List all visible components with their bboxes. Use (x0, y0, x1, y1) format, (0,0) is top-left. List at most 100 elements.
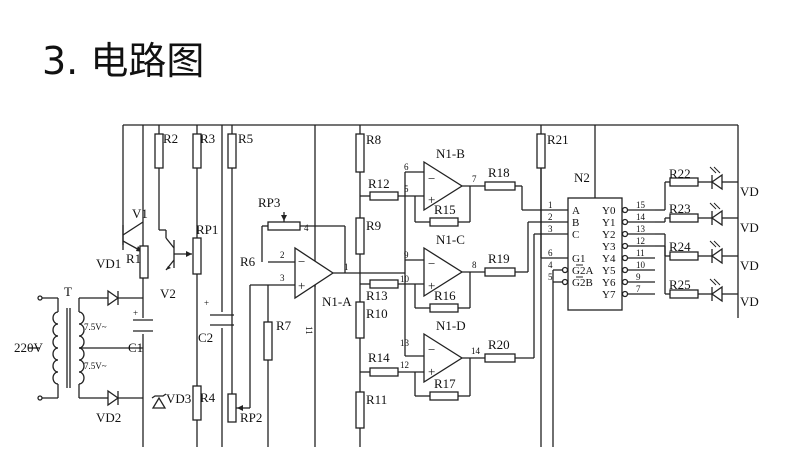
decoder-output-pin-4: 11 (636, 248, 645, 258)
r21-label: R21 (547, 132, 569, 147)
capacitor-c2: + (204, 298, 234, 328)
vd1-label: VD1 (96, 256, 121, 271)
pin-6: 6 (404, 162, 409, 172)
n1c-label: N1-C (436, 232, 465, 247)
decoder-output-6: Y6 (602, 277, 616, 289)
input-bubble-5 (561, 278, 569, 286)
c1-plus: + (133, 308, 138, 318)
r3-label: R3 (200, 131, 215, 146)
pin-7: 7 (472, 174, 477, 184)
resistor-r7 (263, 285, 273, 447)
output-bubble-2 (621, 230, 629, 238)
decoder-n2 (567, 197, 623, 311)
resistor-r13 (360, 279, 424, 289)
rp3-label: RP3 (258, 195, 280, 210)
v2-label: V2 (160, 286, 176, 301)
led-diode-3 (710, 285, 723, 303)
decoder-input-0: A (572, 205, 580, 217)
pin-12: 12 (400, 360, 409, 370)
resistor-r20 (484, 233, 568, 363)
pin-3: 3 (280, 273, 285, 283)
n1b-minus: − (428, 171, 435, 186)
zener-vd3 (151, 393, 167, 409)
output-bubble-0 (621, 206, 629, 214)
capacitor-c1: + (130, 308, 156, 334)
decoder-output-pin-2: 13 (636, 224, 646, 234)
r13-label: R13 (366, 288, 388, 303)
resistor-r4 (192, 385, 202, 421)
pin-10: 10 (400, 274, 410, 284)
secondary-voltage-1: 7.5V~ (84, 322, 107, 332)
r9-label: R9 (366, 218, 381, 233)
vd-label-4: VD (740, 294, 759, 309)
decoder-output-7: Y7 (602, 289, 616, 301)
n1c-plus: + (428, 278, 435, 293)
resistor-r21 (536, 133, 568, 259)
led-arrow-b-3 (713, 278, 721, 286)
rp2-label: RP2 (240, 410, 262, 425)
n1a-plus: + (298, 278, 305, 293)
n1b-label: N1-B (436, 146, 465, 161)
decoder-output-pin-1: 14 (636, 212, 646, 222)
decoder-output-4: Y4 (602, 253, 616, 265)
n1d-label: N1-D (436, 318, 466, 333)
r18-label: R18 (488, 165, 510, 180)
n1d-plus: + (428, 364, 435, 379)
r12-label: R12 (368, 176, 390, 191)
output-bubble-3 (621, 242, 629, 250)
transistor-v2 (165, 230, 192, 271)
r19-label: R19 (488, 251, 510, 266)
decoder-output-2: Y2 (602, 229, 615, 241)
r20-label: R20 (488, 337, 510, 352)
reference-bus (360, 171, 424, 357)
decoder-input-pin-5: 5 (548, 272, 553, 282)
resistor-r19 (484, 221, 568, 277)
n1a-minus: − (298, 254, 305, 269)
vd-label-2: VD (740, 220, 759, 235)
resistor-r14 (360, 367, 424, 377)
led-diode-2 (710, 247, 723, 265)
r22-label: R22 (669, 166, 691, 181)
rp1-label: RP1 (196, 222, 218, 237)
r16-label: R16 (434, 288, 456, 303)
output-bubble-5 (621, 266, 629, 274)
pin-14: 14 (471, 346, 481, 356)
resistor-r2 (154, 125, 166, 231)
led-arrow-b-1 (713, 202, 721, 210)
pin-2: 2 (280, 250, 285, 260)
pin-11: 11 (304, 326, 314, 335)
vd2-label: VD2 (96, 410, 121, 425)
r10-label: R10 (366, 306, 388, 321)
diode-vd2 (100, 389, 143, 407)
resistor-r18 (484, 181, 568, 211)
vd3-label: VD3 (166, 391, 191, 406)
decoder-input-pin-1: 2 (548, 212, 553, 222)
mains-voltage-label: 220V (14, 340, 44, 355)
c2-label: C2 (198, 330, 213, 345)
decoder-output-pin-0: 15 (636, 200, 646, 210)
n2-label: N2 (574, 170, 590, 185)
decoder-input-pin-2: 3 (548, 224, 553, 234)
secondary-voltage-2: 7.5V~ (84, 361, 107, 371)
decoder-output-0: Y0 (602, 205, 616, 217)
led-arrow-b-2 (713, 240, 721, 248)
vd-label-3: VD (740, 258, 759, 273)
decoder-input-2: C (572, 229, 579, 241)
decoder-output-pin-7: 7 (636, 284, 641, 294)
pin-4: 4 (304, 223, 309, 233)
n1c-minus: − (428, 256, 435, 271)
n1b-plus: + (428, 192, 435, 207)
r4-label: R4 (200, 390, 216, 405)
decoder-output-pin-3: 12 (636, 236, 645, 246)
led-arrow-b-0 (713, 166, 721, 174)
r8-label: R8 (366, 132, 381, 147)
led-arrow-a-1 (709, 202, 717, 210)
c2-plus: + (204, 298, 209, 308)
r25-label: R25 (669, 277, 691, 292)
vd-label-1: VD (740, 184, 759, 199)
output-bubble-7 (621, 290, 629, 298)
opamp-n1b: − + (414, 160, 485, 227)
decoder-output-pin-6: 9 (636, 272, 641, 282)
transformer-t (28, 295, 143, 401)
